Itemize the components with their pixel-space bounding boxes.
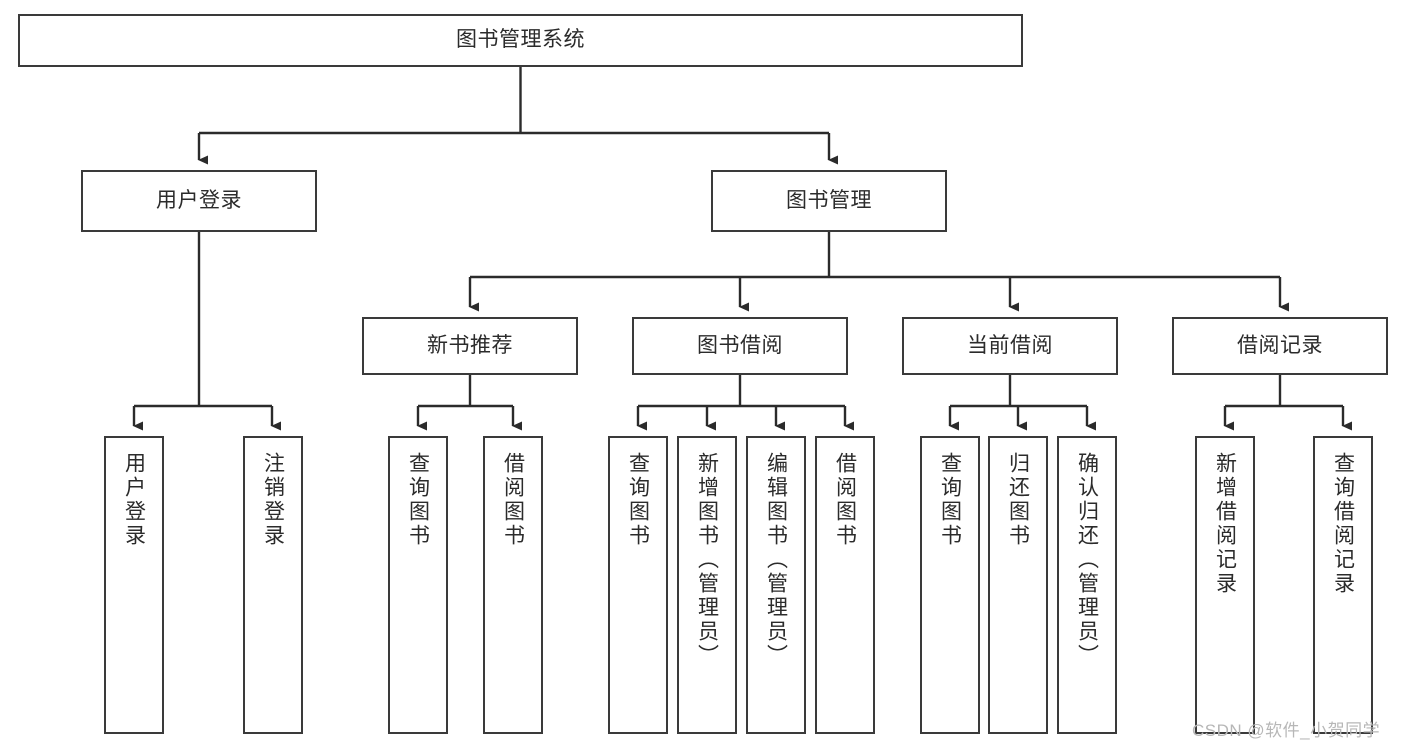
node-leaf-user-login-label: 用户登录 [122, 452, 146, 548]
node-leaf-query-book-rec-label: 查询图书 [406, 452, 430, 548]
node-leaf-add-record[interactable]: 新增借阅记录 [1195, 436, 1255, 734]
node-leaf-add-record-label: 新增借阅记录 [1213, 452, 1237, 596]
node-book-manage-label: 图书管理 [786, 188, 872, 212]
node-leaf-borrow-book[interactable]: 借阅图书 [815, 436, 875, 734]
node-leaf-query-record[interactable]: 查询借阅记录 [1313, 436, 1373, 734]
node-book-borrow[interactable]: 图书借阅 [632, 317, 848, 375]
node-book-borrow-label: 图书借阅 [697, 333, 783, 357]
node-leaf-query-book-borrow-label: 查询图书 [626, 452, 650, 548]
node-new-book-recommend[interactable]: 新书推荐 [362, 317, 578, 375]
node-leaf-return-book[interactable]: 归还图书 [988, 436, 1048, 734]
node-leaf-user-login[interactable]: 用户登录 [104, 436, 164, 734]
node-leaf-borrow-book-rec[interactable]: 借阅图书 [483, 436, 543, 734]
node-leaf-add-book[interactable]: 新增图书（管理员） [677, 436, 737, 734]
node-borrow-record-label: 借阅记录 [1237, 333, 1323, 357]
node-book-manage[interactable]: 图书管理 [711, 170, 947, 232]
node-leaf-query-book-current-label: 查询图书 [938, 452, 962, 548]
node-leaf-query-book-rec[interactable]: 查询图书 [388, 436, 448, 734]
node-current-borrow[interactable]: 当前借阅 [902, 317, 1118, 375]
node-leaf-confirm-return[interactable]: 确认归还（管理员） [1057, 436, 1117, 734]
node-leaf-confirm-return-label: 确认归还（管理员） [1075, 452, 1099, 668]
node-leaf-return-book-label: 归还图书 [1006, 452, 1030, 548]
node-leaf-edit-book[interactable]: 编辑图书（管理员） [746, 436, 806, 734]
csdn-watermark: CSDN @软件_小贺同学 [1192, 721, 1381, 740]
node-leaf-query-record-label: 查询借阅记录 [1331, 452, 1355, 596]
node-user-login-label: 用户登录 [156, 188, 242, 212]
node-user-login[interactable]: 用户登录 [81, 170, 317, 232]
node-leaf-query-book-current[interactable]: 查询图书 [920, 436, 980, 734]
node-leaf-borrow-book-rec-label: 借阅图书 [501, 452, 525, 548]
node-current-borrow-label: 当前借阅 [967, 333, 1053, 357]
node-borrow-record[interactable]: 借阅记录 [1172, 317, 1388, 375]
node-leaf-logout-label: 注销登录 [261, 452, 285, 548]
node-leaf-edit-book-label: 编辑图书（管理员） [764, 452, 788, 668]
node-leaf-borrow-book-label: 借阅图书 [833, 452, 857, 548]
node-leaf-add-book-label: 新增图书（管理员） [695, 452, 719, 668]
node-leaf-logout[interactable]: 注销登录 [243, 436, 303, 734]
node-root-label: 图书管理系统 [456, 28, 585, 52]
node-new-book-recommend-label: 新书推荐 [427, 333, 513, 357]
node-leaf-query-book-borrow[interactable]: 查询图书 [608, 436, 668, 734]
node-root[interactable]: 图书管理系统 [18, 14, 1023, 67]
